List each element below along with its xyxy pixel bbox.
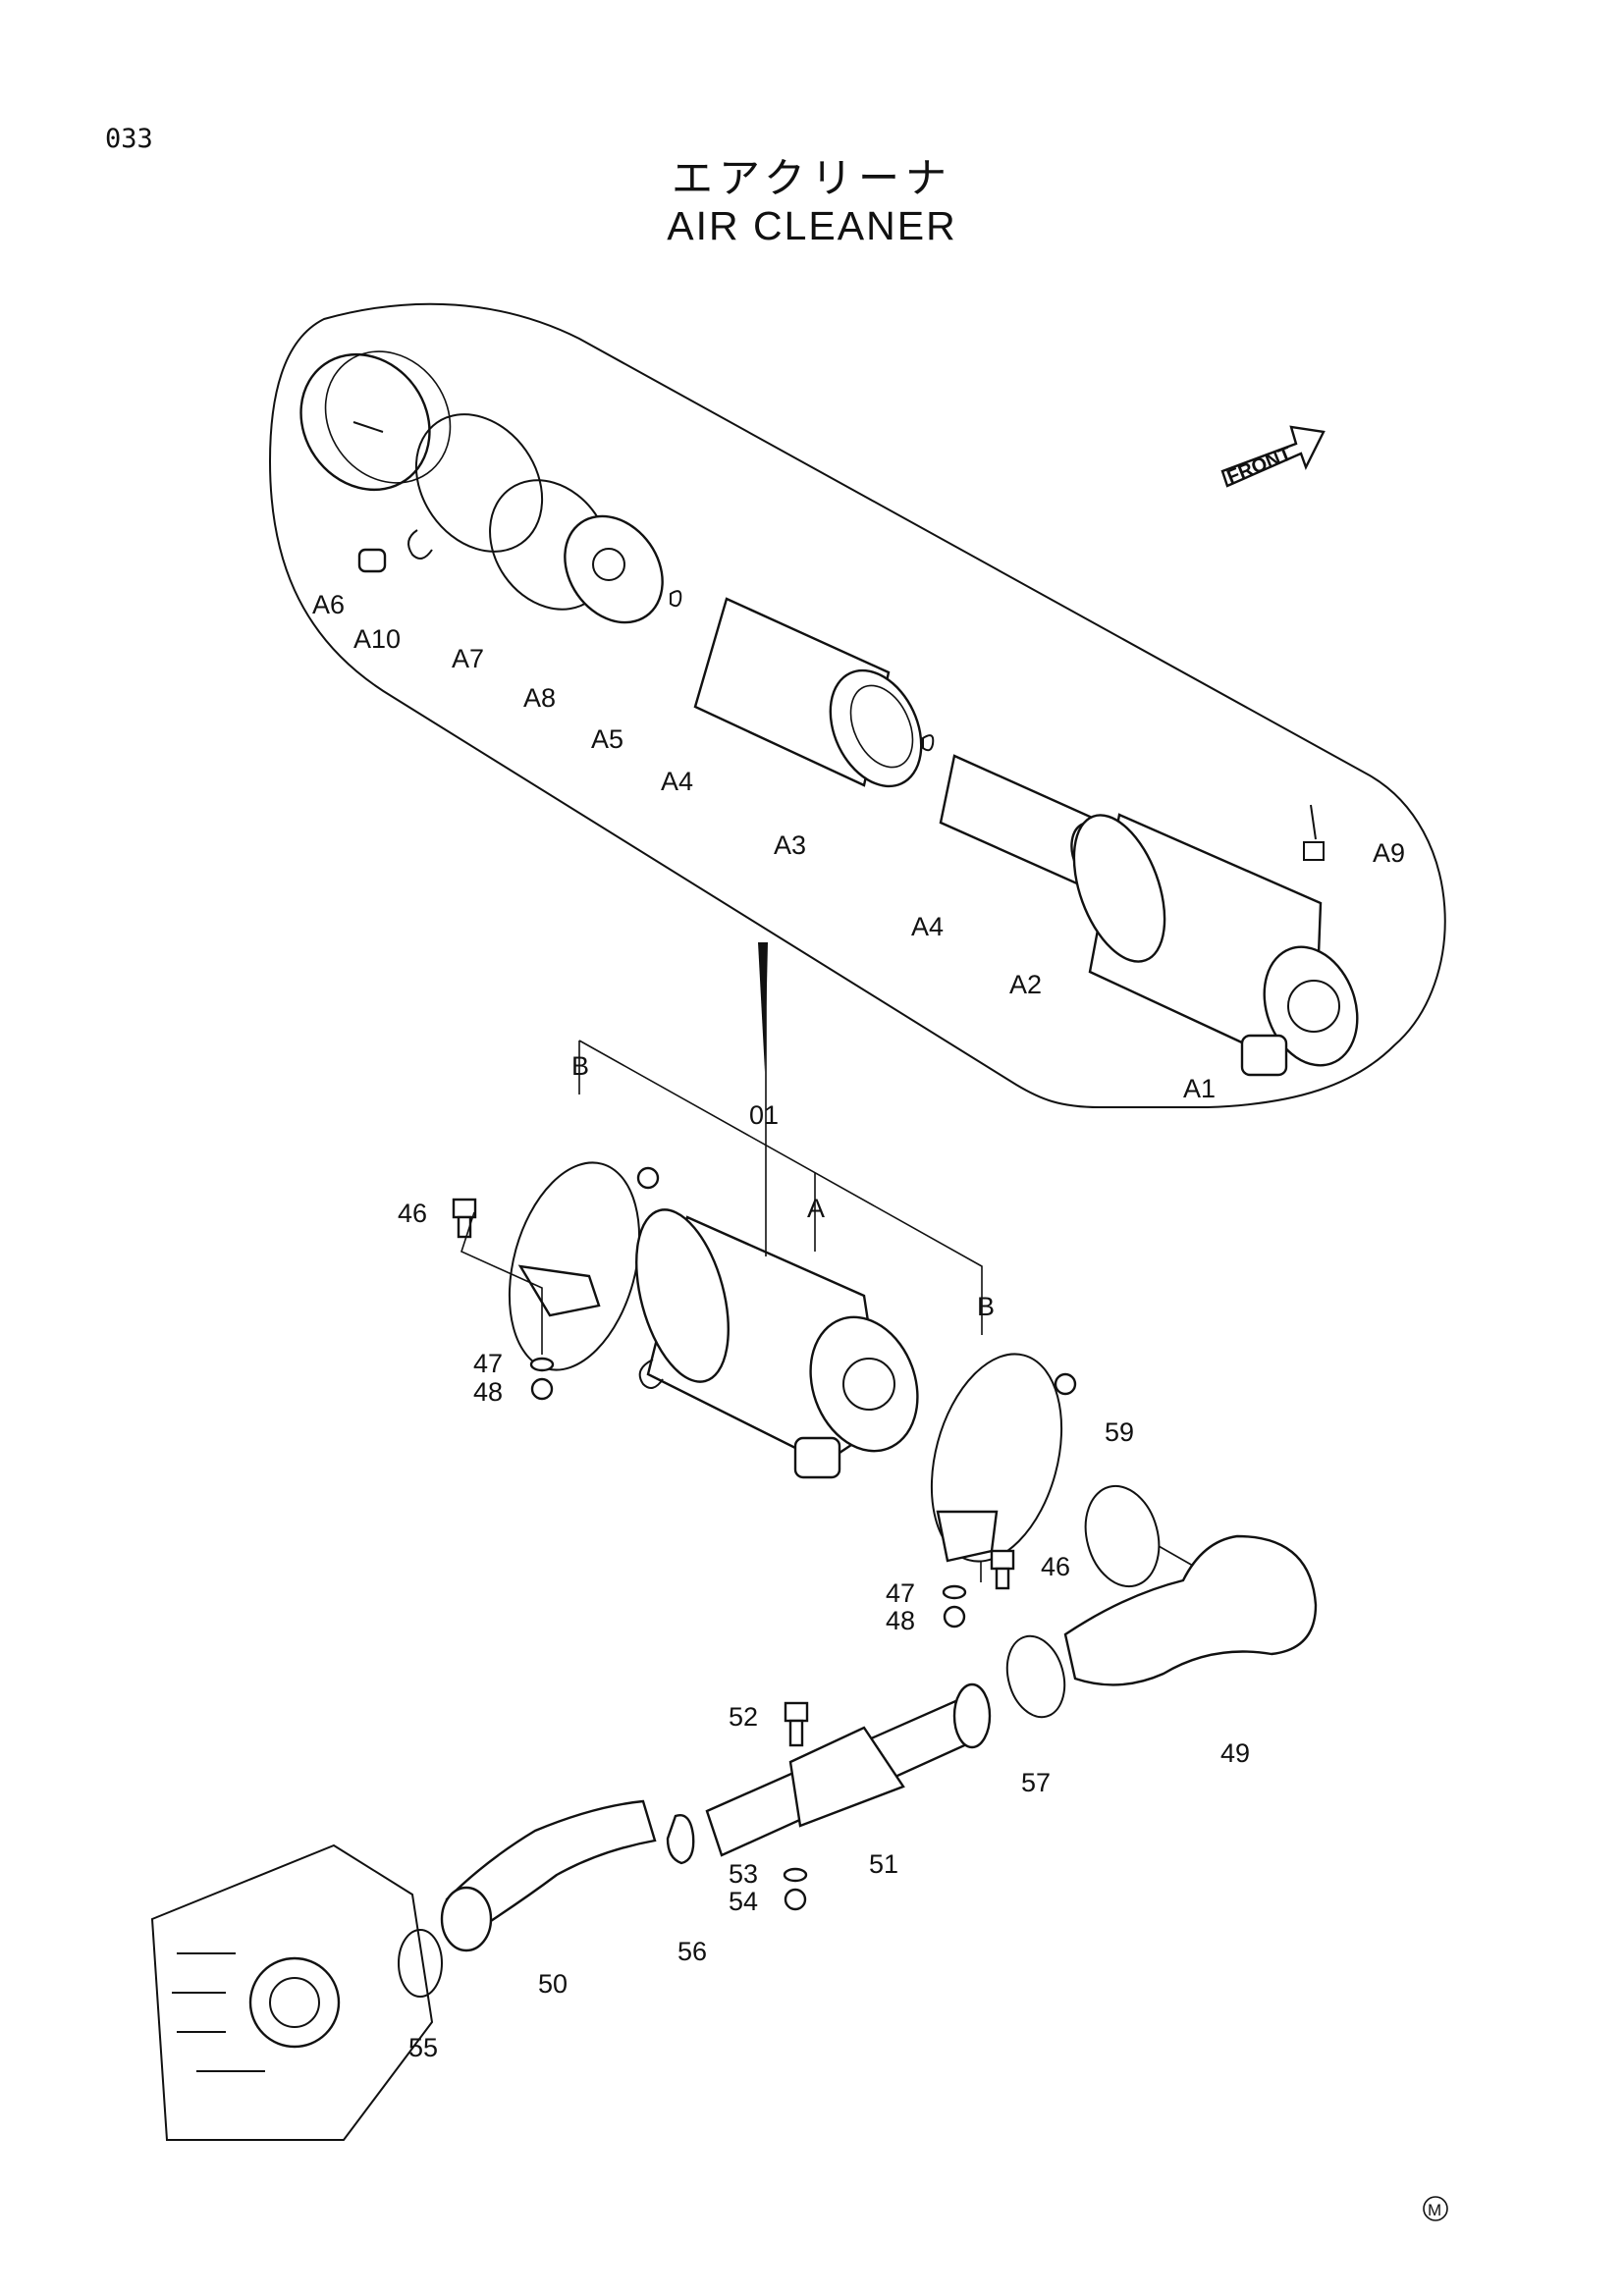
callout-a: A	[807, 1194, 825, 1223]
callout-a4-upper: A4	[661, 767, 693, 796]
callout-54: 54	[729, 1887, 758, 1916]
callout-56: 56	[677, 1937, 707, 1966]
footer-mark: M	[1423, 2196, 1448, 2221]
bracket-b-right	[930, 1353, 1077, 1563]
wing-nut-a4-upper	[670, 590, 682, 608]
callout-46-left: 46	[398, 1199, 427, 1228]
callout-55: 55	[408, 2033, 438, 2062]
callout-a8: A8	[523, 683, 556, 713]
callout-57: 57	[1021, 1768, 1051, 1797]
callout-a5: A5	[591, 724, 623, 754]
nut-48-right	[943, 1605, 966, 1629]
callout-47-left: 47	[473, 1349, 503, 1378]
leader-wedge	[758, 942, 768, 1072]
bolt-46-left	[452, 1198, 477, 1239]
callout-52: 52	[729, 1702, 758, 1732]
callout-01: 01	[749, 1100, 779, 1130]
callout-a3: A3	[774, 830, 806, 860]
callout-a4-lower: A4	[911, 912, 944, 941]
callout-46-right: 46	[1041, 1552, 1070, 1581]
restriction-indicator-a9	[1303, 804, 1325, 861]
hose-clamp-55	[398, 1929, 443, 1998]
cover-cap-a6	[299, 350, 452, 492]
washer-53	[783, 1867, 808, 1883]
vacuator-valve-a10	[357, 548, 387, 573]
callout-labels: A6 A10 A7 A8 A5 A4 A3 A4 A2 A1 A9 B 01 A…	[312, 590, 1405, 2062]
clamp-ring-a7	[414, 413, 544, 553]
wing-nut-a4-lower	[922, 734, 935, 752]
callout-a1: A1	[1183, 1074, 1216, 1103]
callout-47-right: 47	[886, 1578, 915, 1608]
front-arrow-label: FRONT	[1224, 443, 1295, 488]
bolt-46-right	[990, 1549, 1015, 1590]
nut-54	[784, 1888, 807, 1911]
callout-b-right: B	[977, 1292, 995, 1321]
bolt-52	[784, 1701, 809, 1747]
callout-b-left: B	[571, 1051, 589, 1081]
intake-pipe-51	[705, 1682, 992, 1857]
engine-turbocharger	[150, 1843, 434, 2141]
bracket-b-left	[508, 1161, 660, 1371]
title-japanese: エアクリーナ	[672, 154, 952, 202]
hose-50	[445, 1799, 657, 1941]
baffle-a5	[564, 514, 664, 624]
hose-clamp-59	[1084, 1484, 1161, 1588]
page-number: 033	[105, 124, 153, 154]
callout-59: 59	[1105, 1417, 1134, 1447]
air-cleaner-assembly-01	[635, 1208, 919, 1479]
front-arrow-icon: FRONT	[1220, 425, 1326, 489]
callout-48-left: 48	[473, 1377, 503, 1407]
nut-48-left	[530, 1377, 554, 1401]
callout-49: 49	[1220, 1738, 1250, 1768]
hose-clamp-57	[1005, 1634, 1066, 1719]
washer-47-left	[529, 1357, 555, 1372]
svg-text:M: M	[1428, 2201, 1441, 2219]
callout-48-right: 48	[886, 1606, 915, 1635]
hose-clamp-56	[666, 1814, 695, 1865]
detail-enclosure	[268, 302, 1446, 1108]
callout-a10: A10	[353, 624, 401, 654]
callout-51: 51	[869, 1849, 898, 1879]
callout-a7: A7	[452, 644, 484, 673]
hose-elbow-49	[1063, 1534, 1318, 1686]
title-english: AIR CLEANER	[667, 203, 957, 248]
callout-53: 53	[729, 1859, 758, 1889]
callout-a2: A2	[1009, 970, 1042, 999]
outer-element-a3	[693, 597, 923, 788]
air-cleaner-body-a1	[1072, 813, 1359, 1077]
callout-50: 50	[538, 1969, 568, 1999]
callout-a9: A9	[1373, 838, 1405, 868]
washer-47-right	[942, 1584, 967, 1600]
callout-a6: A6	[312, 590, 345, 619]
